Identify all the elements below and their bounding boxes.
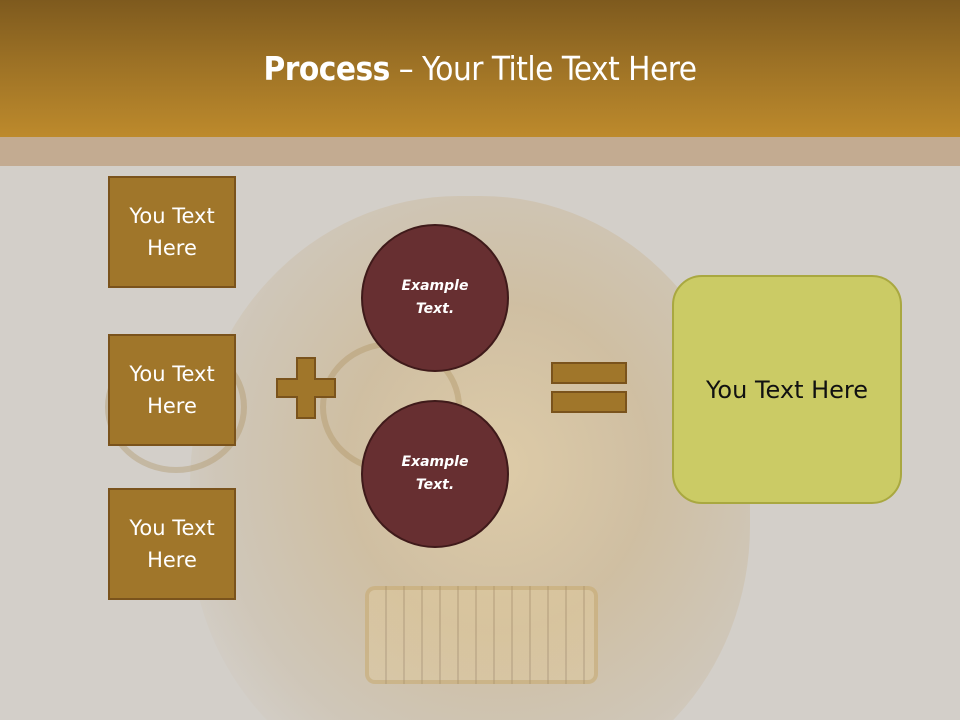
input-box-label: You Text Here [129, 204, 215, 260]
title-rest: – Your Title Text Here [389, 49, 697, 88]
result-label: You Text Here [705, 375, 869, 404]
circle-label: Example Text. [401, 278, 469, 317]
input-box-2[interactable]: You Text Here [108, 334, 236, 446]
slide-title: Process – Your Title Text Here [263, 49, 697, 88]
input-box-1[interactable]: You Text Here [108, 176, 236, 288]
equals-icon [551, 362, 627, 413]
circle-label: Example Text. [401, 454, 469, 493]
mask-teeth [365, 586, 598, 684]
title-bold: Process [263, 49, 390, 88]
title-bar: Process – Your Title Text Here [0, 0, 960, 137]
example-circle-1[interactable]: Example Text. [361, 224, 509, 372]
plus-icon [276, 357, 336, 419]
input-box-label: You Text Here [129, 516, 215, 572]
input-box-label: You Text Here [129, 362, 215, 418]
result-box[interactable]: You Text Here [672, 275, 902, 504]
header-band [0, 137, 960, 166]
example-circle-2[interactable]: Example Text. [361, 400, 509, 548]
input-box-3[interactable]: You Text Here [108, 488, 236, 600]
